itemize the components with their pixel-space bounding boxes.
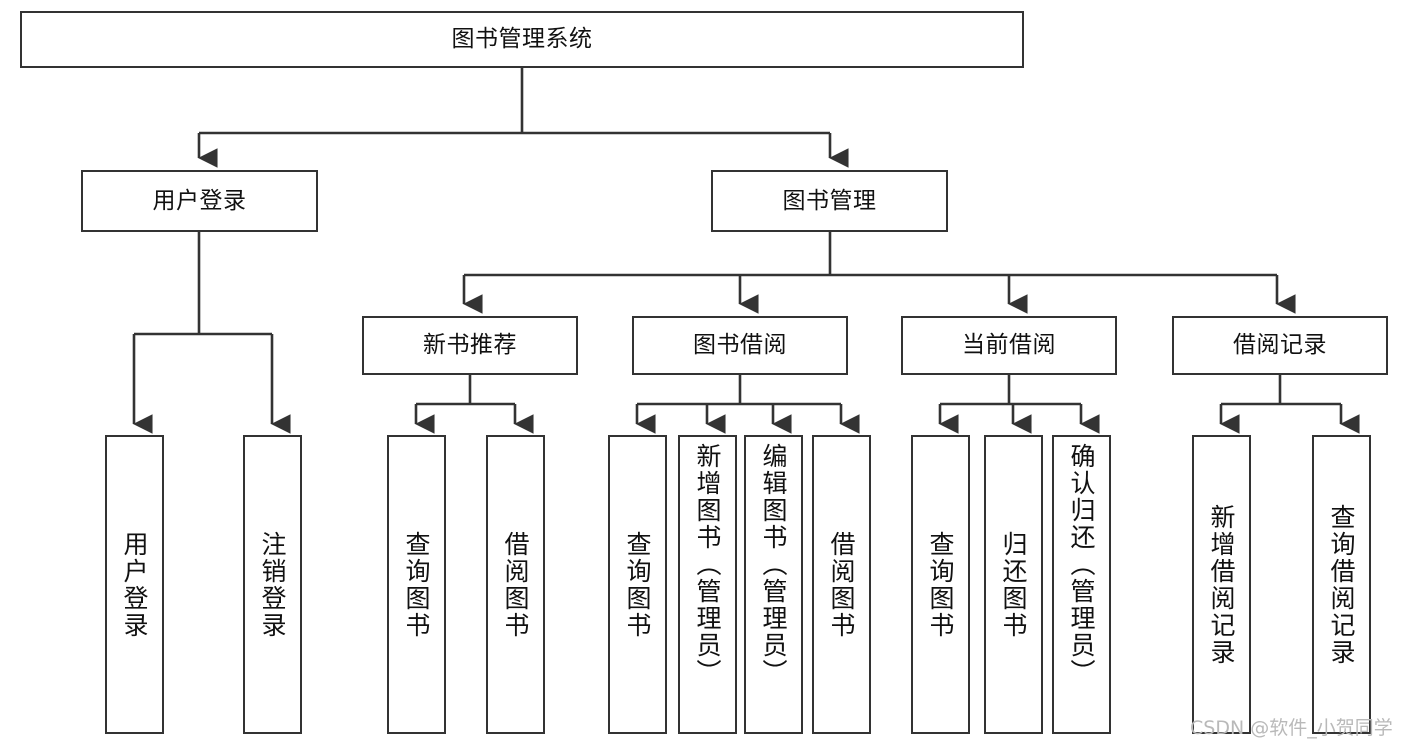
- node-leaf-add-book-label: 新增图书（管理员）: [693, 443, 722, 686]
- node-current-borrow[interactable]: 当前借阅: [901, 316, 1117, 375]
- node-leaf-add-book[interactable]: 新增图书（管理员）: [678, 435, 737, 734]
- node-leaf-borrow-book-2-label: 借阅图书: [827, 530, 856, 639]
- node-leaf-user-login[interactable]: 用户登录: [105, 435, 164, 734]
- node-leaf-query-book-1-label: 查询图书: [402, 530, 431, 639]
- node-book-borrow-label: 图书借阅: [693, 332, 787, 359]
- node-leaf-return-book[interactable]: 归还图书: [984, 435, 1043, 734]
- node-leaf-borrow-book-2[interactable]: 借阅图书: [812, 435, 871, 734]
- node-leaf-edit-book-label: 编辑图书（管理员）: [759, 443, 788, 686]
- node-borrow-record[interactable]: 借阅记录: [1172, 316, 1388, 375]
- node-leaf-query-book-2-label: 查询图书: [623, 530, 652, 639]
- node-leaf-confirm-return[interactable]: 确认归还（管理员）: [1052, 435, 1111, 734]
- node-leaf-query-record-label: 查询借阅记录: [1327, 503, 1356, 666]
- node-user-login-label: 用户登录: [152, 187, 247, 214]
- watermark-text: CSDN @软件_小贺同学: [1190, 717, 1393, 739]
- node-leaf-user-logout[interactable]: 注销登录: [243, 435, 302, 734]
- node-leaf-query-record[interactable]: 查询借阅记录: [1312, 435, 1371, 734]
- node-leaf-add-record[interactable]: 新增借阅记录: [1192, 435, 1251, 734]
- node-leaf-query-book-3[interactable]: 查询图书: [911, 435, 970, 734]
- node-new-book-rec[interactable]: 新书推荐: [362, 316, 578, 375]
- node-user-login[interactable]: 用户登录: [81, 170, 318, 232]
- node-borrow-record-label: 借阅记录: [1233, 332, 1327, 359]
- node-root[interactable]: 图书管理系统: [20, 11, 1024, 68]
- node-book-manage[interactable]: 图书管理: [711, 170, 948, 232]
- node-current-borrow-label: 当前借阅: [962, 332, 1056, 359]
- node-root-label: 图书管理系统: [451, 26, 593, 53]
- node-book-borrow[interactable]: 图书借阅: [632, 316, 848, 375]
- node-leaf-return-book-label: 归还图书: [999, 530, 1028, 639]
- node-new-book-rec-label: 新书推荐: [423, 332, 517, 359]
- node-leaf-edit-book[interactable]: 编辑图书（管理员）: [744, 435, 803, 734]
- node-leaf-borrow-book-1-label: 借阅图书: [501, 530, 530, 639]
- node-book-manage-label: 图书管理: [782, 187, 877, 214]
- node-leaf-user-logout-label: 注销登录: [258, 530, 287, 639]
- node-leaf-user-login-label: 用户登录: [120, 530, 149, 639]
- node-leaf-query-book-3-label: 查询图书: [926, 530, 955, 639]
- node-leaf-add-record-label: 新增借阅记录: [1207, 503, 1236, 666]
- node-leaf-query-book-1[interactable]: 查询图书: [387, 435, 446, 734]
- node-leaf-confirm-return-label: 确认归还（管理员）: [1067, 443, 1096, 686]
- node-leaf-query-book-2[interactable]: 查询图书: [608, 435, 667, 734]
- node-leaf-borrow-book-1[interactable]: 借阅图书: [486, 435, 545, 734]
